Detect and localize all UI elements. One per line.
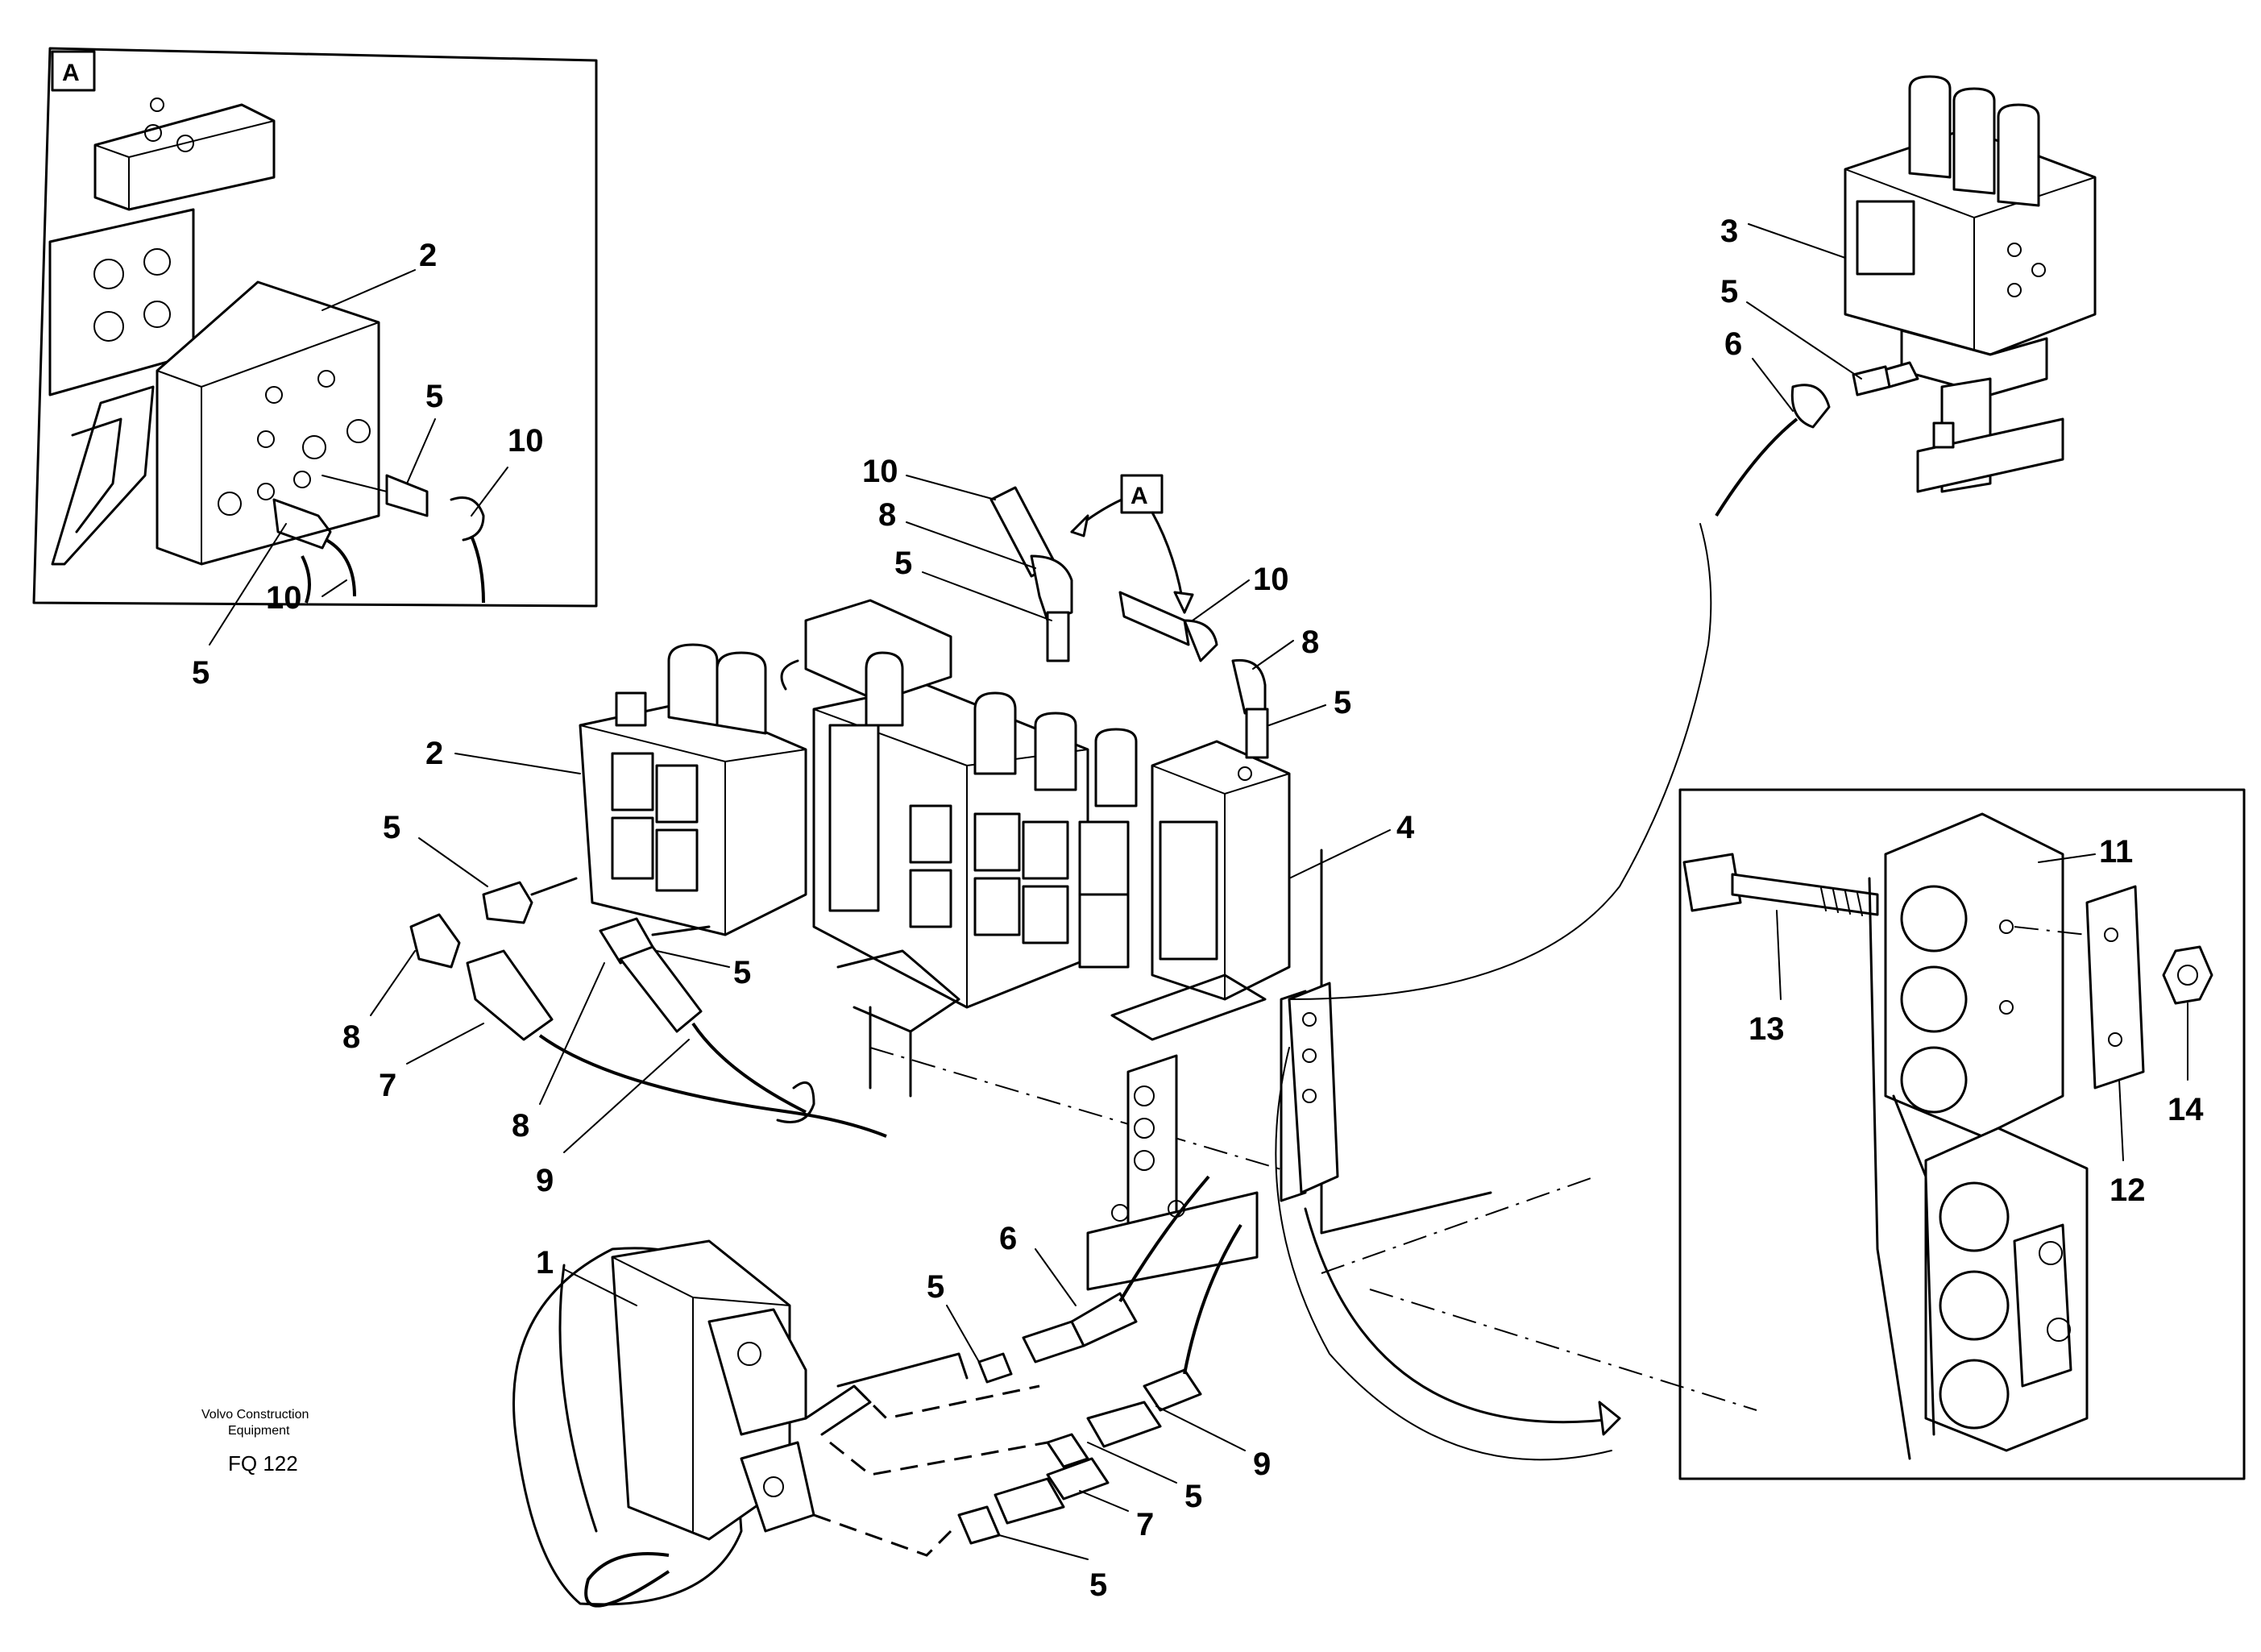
svg-text:12: 12 (2110, 1173, 2146, 1208)
svg-text:5: 5 (1334, 685, 1351, 720)
svg-text:5: 5 (1089, 1567, 1107, 1603)
svg-text:6: 6 (999, 1221, 1017, 1256)
svg-text:4: 4 (1396, 810, 1415, 845)
valve-3 (1715, 75, 2097, 517)
inset-block-2 (156, 280, 380, 566)
footer-company: Volvo Construction (201, 1408, 309, 1422)
inset-a-frame (32, 47, 598, 608)
svg-text:7: 7 (1136, 1507, 1154, 1542)
svg-text:9: 9 (1253, 1447, 1271, 1482)
long-hose-line (1288, 523, 1712, 1000)
svg-text:9: 9 (536, 1163, 554, 1198)
svg-text:8: 8 (1301, 625, 1319, 660)
svg-text:5: 5 (894, 546, 912, 581)
svg-text:5: 5 (1184, 1479, 1202, 1514)
svg-text:1: 1 (536, 1245, 554, 1281)
svg-text:10: 10 (1253, 562, 1289, 597)
svg-text:13: 13 (1749, 1011, 1785, 1047)
footer-code: FQ 122 (228, 1451, 298, 1476)
svg-text:7: 7 (379, 1068, 396, 1103)
svg-text:3: 3 (1720, 214, 1738, 249)
inset-a: A 2 5 10 10 5 (32, 47, 598, 691)
svg-text:5: 5 (383, 810, 400, 845)
main-a-tag: A (1130, 483, 1148, 509)
svg-text:6: 6 (1724, 326, 1742, 362)
pump-1 (512, 1239, 872, 1608)
frame-4 (1320, 849, 1492, 1235)
svg-text:5: 5 (927, 1269, 944, 1305)
left-fittings (409, 877, 887, 1138)
svg-text:14: 14 (2168, 1092, 2204, 1127)
svg-text:11: 11 (2099, 834, 2133, 870)
detail-box (1304, 788, 2246, 1480)
svg-text:10: 10 (508, 423, 544, 459)
svg-text:10: 10 (266, 580, 302, 616)
inset-a-tag: A (62, 60, 80, 86)
main-labels: 10 8 5 10 8 5 2 4 5 8 7 5 8 9 1 6 5 9 (342, 454, 1415, 1603)
svg-text:2: 2 (419, 238, 437, 273)
upper-fittings: A (989, 474, 1269, 759)
valve-assembly (579, 599, 1757, 1411)
svg-text:8: 8 (342, 1019, 360, 1055)
svg-text:2: 2 (425, 736, 443, 771)
detail-frame (1678, 788, 2246, 1480)
svg-text:8: 8 (512, 1108, 529, 1144)
svg-text:10: 10 (862, 454, 898, 489)
main-a-tag-box (1120, 474, 1164, 514)
inset-valve-top (93, 103, 276, 211)
lower-hoses (813, 1175, 1243, 1557)
footer-company-2: Equipment (228, 1424, 290, 1438)
svg-text:5: 5 (192, 655, 210, 691)
svg-text:5: 5 (733, 955, 751, 990)
svg-text:5: 5 (1720, 274, 1738, 309)
svg-text:8: 8 (878, 497, 896, 533)
inset-a-tag-box (51, 50, 96, 92)
svg-text:5: 5 (425, 379, 443, 414)
